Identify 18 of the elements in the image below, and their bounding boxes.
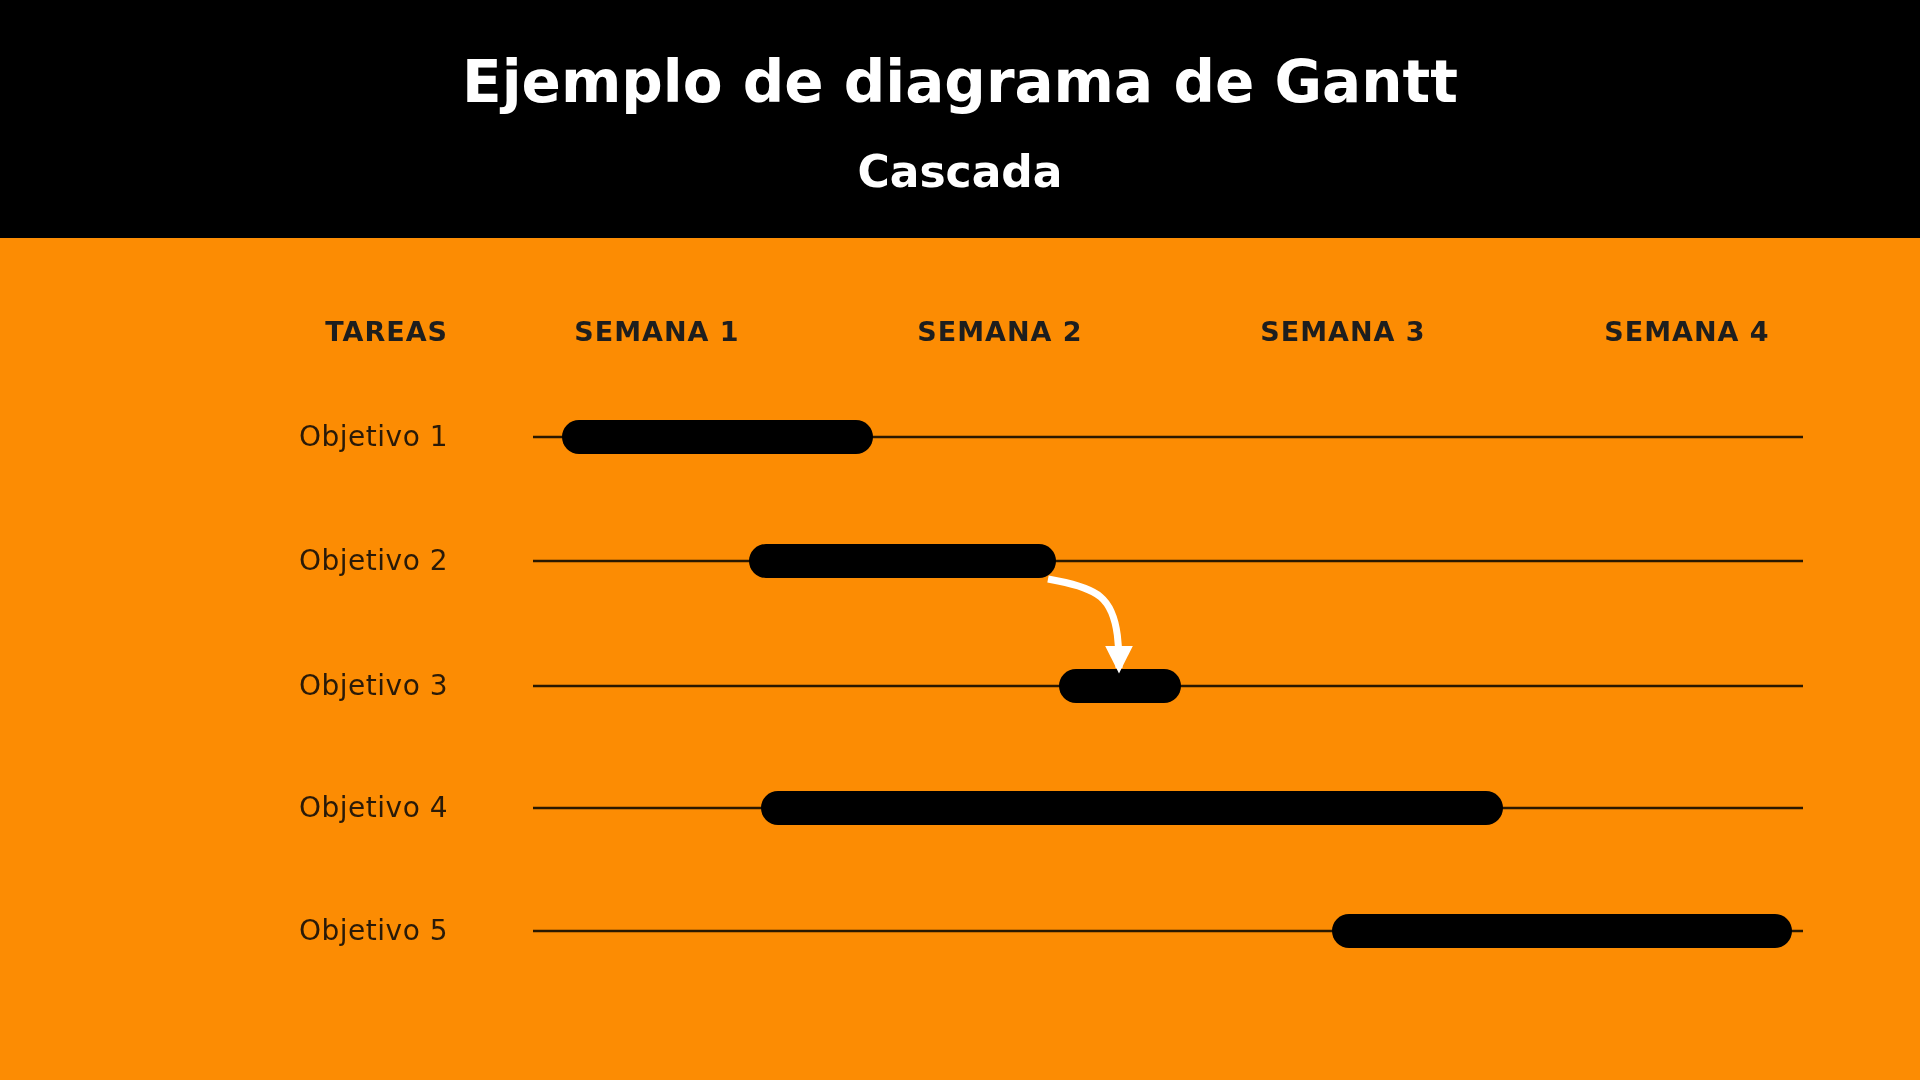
subtitle: Cascada — [856, 146, 1064, 197]
column-header: SEMANA 3 — [1259, 315, 1427, 349]
task-label: Objetivo 2 — [299, 543, 448, 579]
column-header: TAREAS — [325, 315, 448, 349]
task-bar — [1332, 914, 1792, 948]
task-bar — [1059, 669, 1181, 703]
task-bar — [761, 791, 1503, 825]
task-bar — [562, 420, 873, 454]
column-header: SEMANA 1 — [573, 315, 741, 349]
task-label: Objetivo 4 — [299, 790, 448, 826]
task-label: Objetivo 1 — [299, 419, 448, 455]
title: Ejemplo de diagrama de Gantt — [461, 48, 1459, 116]
task-label: Objetivo 5 — [299, 913, 448, 949]
arrow — [1047, 575, 1133, 674]
task-label: Objetivo 3 — [299, 668, 448, 704]
column-header: SEMANA 2 — [916, 315, 1084, 349]
task-bar — [749, 544, 1056, 578]
column-header: SEMANA 4 — [1603, 315, 1771, 349]
